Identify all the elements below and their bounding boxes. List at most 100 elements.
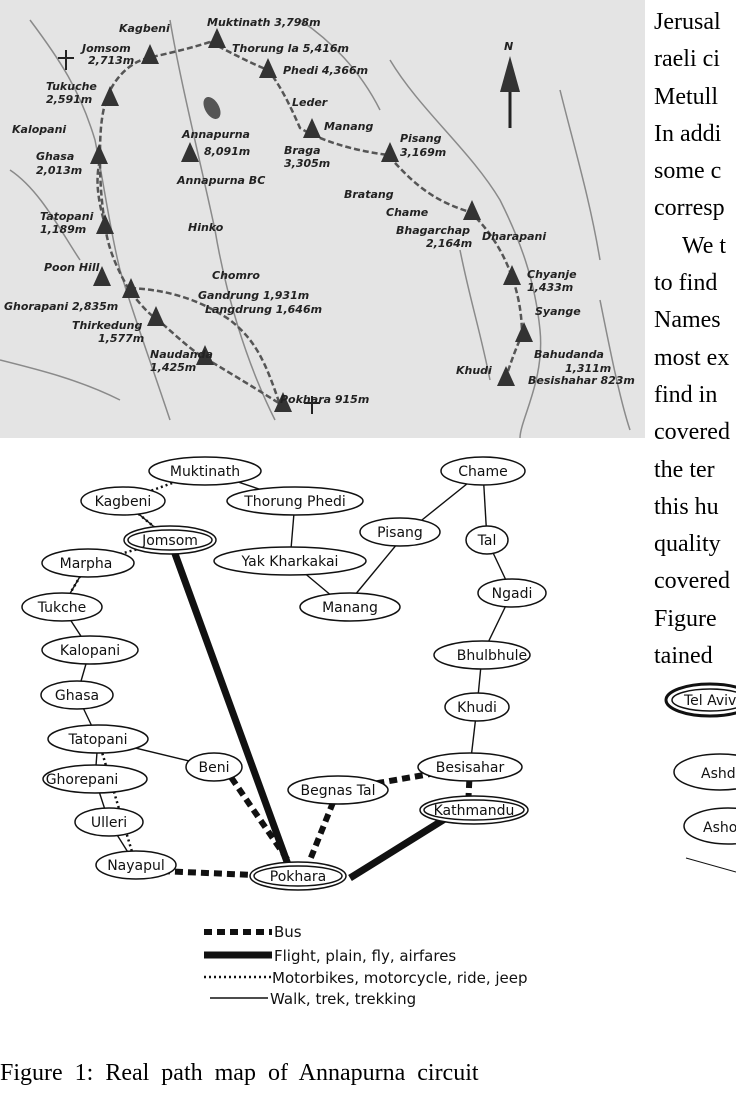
map-label-pokhara: Pokhara 915m bbox=[280, 393, 369, 406]
airport-icon bbox=[58, 50, 74, 70]
node-tal: Tal bbox=[465, 525, 509, 555]
node-manang: Manang bbox=[299, 592, 401, 622]
map-label-dharapani: Dharapani bbox=[482, 230, 546, 243]
map-label-chyanje-alt: 1,433m bbox=[527, 281, 573, 294]
node-label-marpha: Marpha bbox=[60, 556, 113, 572]
map-label-naudanda-alt: 1,425m bbox=[150, 361, 196, 374]
map-label-poon-hill: Poon Hill bbox=[44, 261, 100, 274]
flight-edges bbox=[166, 538, 450, 881]
map-label-tatopani: Tatopani bbox=[40, 210, 94, 223]
legend-label-bus: Bus bbox=[274, 923, 302, 941]
map-label-naudanda: Naudanda bbox=[150, 348, 213, 361]
node-label-yak-kharkakai: Yak Kharkakai bbox=[241, 554, 339, 570]
node-kagbeni: Kagbeni bbox=[80, 486, 166, 516]
node-label-pisang: Pisang bbox=[377, 525, 423, 541]
text-line: most ex bbox=[654, 344, 730, 371]
map-peaks bbox=[90, 28, 533, 412]
north-arrow-icon: N bbox=[500, 40, 520, 128]
map-label-thorung-la: Thorung la 5,416m bbox=[232, 42, 349, 55]
graph-nodes: Muktinath Kagbeni Thorung Phedi Jomsom C… bbox=[21, 456, 547, 891]
right-figure-node-asho: Asho bbox=[683, 807, 736, 845]
node-marpha: Marpha bbox=[41, 548, 135, 578]
node-label-muktinath: Muktinath bbox=[170, 464, 240, 480]
right-figure-graph: Tel Aviv Ashd Asho bbox=[664, 682, 736, 873]
map-label-langdrung: Langdrung 1,646m bbox=[205, 303, 322, 316]
edge-motorbike bbox=[96, 738, 138, 866]
node-chame: Chame bbox=[440, 456, 526, 486]
text-line: covered bbox=[654, 419, 730, 446]
map-label-bahudanda: Bahudanda bbox=[534, 348, 604, 361]
node-label-besisahar: Besisahar bbox=[436, 760, 505, 776]
text-line: In addi bbox=[654, 120, 722, 147]
map-label-ghorapani: Ghorapani 2,835m bbox=[4, 300, 118, 313]
right-figure-edge bbox=[685, 857, 736, 873]
node-yak-kharkakai: Yak Kharkakai bbox=[213, 546, 367, 576]
map-label-bhagarchap-alt: 2,164m bbox=[426, 237, 472, 250]
text-line: to find bbox=[654, 270, 718, 297]
north-label: N bbox=[504, 40, 513, 53]
map-label-bhagarchap: Bhagarchap bbox=[396, 224, 470, 237]
node-label-jomsom: Jomsom bbox=[141, 533, 198, 549]
text-line: Figure bbox=[654, 605, 717, 632]
node-ulleri: Ulleri bbox=[74, 807, 144, 837]
node-label-nayapul: Nayapul bbox=[107, 858, 165, 874]
map-label-ghasa-alt: 2,013m bbox=[36, 164, 82, 177]
node-label-ghorepani: Ghorepani bbox=[46, 772, 119, 788]
map-label-jomsom-alt: 2,713m bbox=[88, 54, 134, 67]
text-line: quality bbox=[654, 531, 721, 558]
node-label-chame: Chame bbox=[458, 464, 507, 480]
map-label-chame: Chame bbox=[386, 206, 429, 219]
map-label-manang: Manang bbox=[324, 120, 373, 133]
map-label-kagbeni: Kagbeni bbox=[119, 22, 170, 35]
text-line: tained bbox=[654, 643, 713, 670]
node-pokhara: Pokhara bbox=[249, 861, 347, 891]
node-ghorepani: Ghorepani bbox=[42, 764, 148, 794]
map-label-bratang: Bratang bbox=[344, 188, 394, 201]
legend-label-motorbike: Motorbikes, motorcycle, ride, jeep bbox=[272, 969, 528, 987]
node-besisahar: Besisahar bbox=[417, 752, 523, 782]
node-thorung-phedi: Thorung Phedi bbox=[226, 486, 364, 516]
map-label-jomsom: Jomsom bbox=[80, 42, 131, 55]
map-label-gandrung: Gandrung 1,931m bbox=[198, 289, 309, 302]
edge-motorbike bbox=[60, 562, 90, 608]
map-label-syange: Syange bbox=[535, 305, 581, 318]
map-label-kalopani: Kalopani bbox=[12, 123, 66, 136]
map-background bbox=[0, 0, 645, 438]
map-label-bahudanda-alt: 1,311m bbox=[565, 362, 611, 375]
text-line: find in bbox=[654, 381, 718, 408]
right-figure-label-ashd: Ashd bbox=[701, 766, 736, 782]
node-ngadi: Ngadi bbox=[477, 578, 547, 608]
node-label-pokhara: Pokhara bbox=[270, 869, 326, 885]
text-line: this hu bbox=[654, 493, 719, 520]
map-label-besishahar: Besishahar 823m bbox=[528, 374, 635, 387]
lake bbox=[203, 97, 221, 119]
map-labels: Kagbeni Muktinath 3,798m Jomsom 2,713m T… bbox=[4, 16, 635, 406]
legend-label-flight: Flight, plain, fly, airfares bbox=[274, 947, 456, 965]
edge-flight bbox=[348, 814, 450, 881]
map-label-muktinath: Muktinath 3,798m bbox=[207, 16, 321, 29]
node-kalopani: Kalopani bbox=[41, 635, 139, 665]
right-figure-node-tel-aviv: Tel Aviv bbox=[664, 682, 736, 718]
map-label-khudi: Khudi bbox=[456, 364, 492, 377]
node-kathmandu: Kathmandu bbox=[419, 795, 529, 825]
text-line: Metull bbox=[654, 83, 718, 110]
map-label-leder: Leder bbox=[292, 96, 328, 109]
text-line: Jerusal bbox=[654, 9, 721, 35]
node-label-kalopani: Kalopani bbox=[60, 643, 120, 659]
map-label-chyanje: Chyanje bbox=[527, 268, 577, 281]
right-column-text: Jerusal raeli ci Metull In addi some c c… bbox=[654, 4, 736, 675]
node-label-kathmandu: Kathmandu bbox=[434, 803, 515, 819]
map-label-tukuche-alt: 2,591m bbox=[46, 93, 92, 106]
transport-graph: Muktinath Kagbeni Thorung Phedi Jomsom C… bbox=[21, 456, 547, 1008]
node-label-begnas-tal: Begnas Tal bbox=[300, 783, 375, 799]
node-tatopani: Tatopani bbox=[47, 724, 149, 754]
node-bhulbhule: Bhulbhule bbox=[433, 640, 531, 670]
text-line: covered bbox=[654, 568, 730, 595]
node-label-tal: Tal bbox=[477, 533, 497, 549]
map-label-ghasa: Ghasa bbox=[36, 150, 74, 163]
map-label-pisang-alt: 3,169m bbox=[400, 146, 446, 159]
text-line: Names bbox=[654, 307, 721, 334]
node-khudi: Khudi bbox=[444, 692, 510, 722]
text-line: raeli ci bbox=[654, 46, 720, 73]
right-figure-label-tel-aviv: Tel Aviv bbox=[683, 693, 736, 709]
